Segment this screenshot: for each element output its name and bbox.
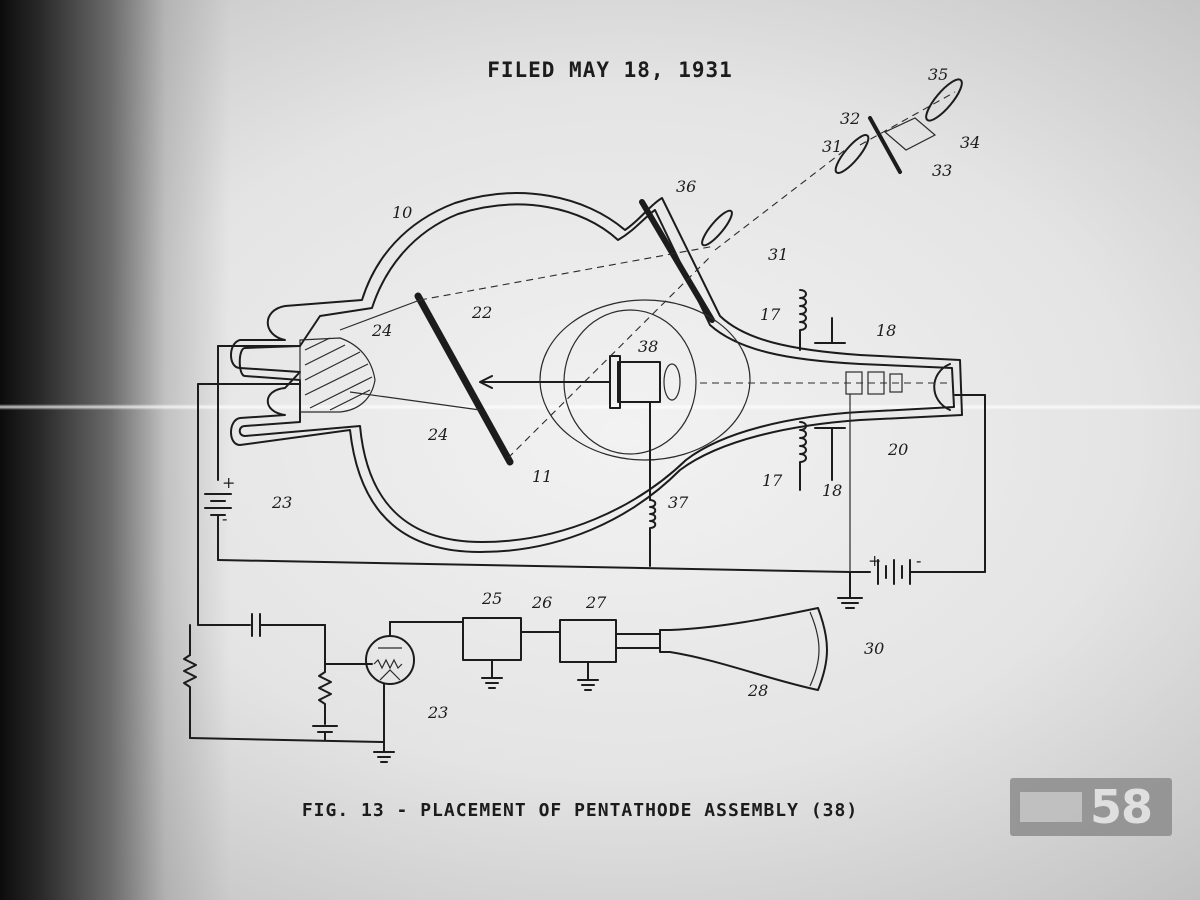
coil-37 bbox=[649, 499, 657, 567]
label-17-bottom: 17 bbox=[762, 471, 783, 490]
label-11: 11 bbox=[532, 467, 552, 486]
label-17-top: 17 bbox=[760, 305, 781, 324]
scan-streak bbox=[0, 404, 1200, 410]
figure-caption: FIG. 13 - PLACEMENT OF PENTATHODE ASSEMB… bbox=[301, 800, 859, 821]
amplifier-box-27 bbox=[559, 619, 617, 663]
label-24-top: 24 bbox=[371, 321, 392, 340]
deflection-coil-bottom bbox=[799, 421, 807, 491]
label-plus-1: + bbox=[222, 473, 235, 492]
label-26: 26 bbox=[531, 593, 552, 612]
label-minus-2: - bbox=[916, 551, 921, 570]
label-27: 27 bbox=[585, 593, 607, 612]
watermark-number: 58 bbox=[1090, 780, 1153, 834]
light-ray-1 bbox=[419, 245, 716, 301]
ground-bus bbox=[217, 559, 851, 573]
base-hatching bbox=[304, 337, 373, 411]
eyepiece-lens bbox=[925, 78, 963, 122]
tube-envelope-outer bbox=[230, 192, 963, 553]
amplifier-box-25 bbox=[462, 617, 522, 661]
label-31-lower: 31 bbox=[768, 245, 788, 264]
label-34: 34 bbox=[960, 133, 980, 152]
tube-envelope-inner bbox=[238, 203, 955, 543]
label-28: 28 bbox=[747, 681, 768, 700]
label-18-top: 18 bbox=[876, 321, 896, 340]
resistor-left bbox=[183, 654, 197, 739]
label-24-bottom: 24 bbox=[427, 425, 448, 444]
upper-lens bbox=[834, 134, 870, 174]
watermark-logo: 58 bbox=[1010, 778, 1172, 836]
deflection-coil-top bbox=[799, 289, 807, 351]
filed-date-header: FILED MAY 18, 1931 bbox=[487, 58, 733, 82]
label-31-upper: 31 bbox=[822, 137, 842, 156]
watermark-logo-box bbox=[1020, 792, 1082, 822]
tube-grid bbox=[373, 658, 403, 670]
pentathode-lens bbox=[663, 363, 681, 401]
prism-33 bbox=[883, 117, 937, 151]
label-35: 35 bbox=[928, 65, 948, 84]
label-32: 32 bbox=[840, 109, 860, 128]
label-25: 25 bbox=[481, 589, 502, 608]
filter-plate bbox=[868, 116, 902, 174]
label-36: 36 bbox=[676, 177, 696, 196]
wire-bottom-return bbox=[189, 737, 385, 743]
label-22: 22 bbox=[471, 303, 492, 322]
support-wire-bottom bbox=[349, 391, 481, 411]
label-10: 10 bbox=[392, 203, 412, 222]
arrowhead-icon bbox=[479, 375, 493, 389]
light-ray-4 bbox=[859, 91, 956, 146]
label-37: 37 bbox=[668, 493, 689, 512]
label-23-battery: 23 bbox=[271, 493, 292, 512]
receiver-tube-28 bbox=[659, 607, 828, 691]
label-33: 33 bbox=[932, 161, 952, 180]
label-38: 38 bbox=[638, 337, 658, 356]
label-20: 20 bbox=[887, 440, 908, 459]
label-30: 30 bbox=[864, 639, 884, 658]
tube-filament bbox=[379, 669, 401, 681]
scan-edge-shadow bbox=[0, 0, 230, 900]
light-ray-3 bbox=[714, 149, 846, 251]
optical-window bbox=[639, 199, 715, 323]
resistor-grid bbox=[318, 663, 332, 725]
pentathode-assembly bbox=[617, 361, 661, 403]
gun-cathode bbox=[933, 363, 951, 411]
label-minus-1: - bbox=[222, 509, 227, 528]
objective-lens bbox=[701, 209, 733, 247]
label-23-tube: 23 bbox=[427, 703, 448, 722]
support-wire-top bbox=[339, 299, 421, 331]
label-plus-2: + bbox=[868, 551, 881, 570]
vacuum-tube bbox=[365, 635, 415, 685]
label-18-bottom: 18 bbox=[822, 481, 842, 500]
tube-base bbox=[299, 337, 376, 413]
focus-field-outline bbox=[539, 299, 751, 461]
receiver-screen-30 bbox=[809, 611, 820, 687]
mosaic-plate bbox=[414, 292, 514, 466]
gun-element-3 bbox=[889, 373, 903, 393]
